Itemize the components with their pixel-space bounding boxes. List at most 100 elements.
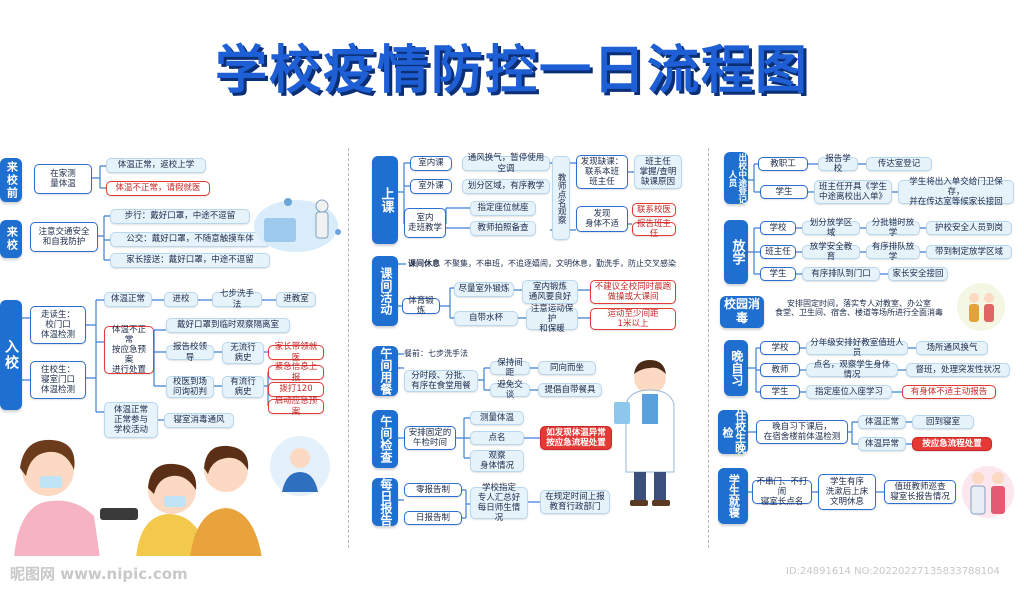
column-divider-2 xyxy=(708,148,709,548)
box-isolation-room: 戴好口罩到临时观察隔离室 xyxy=(166,318,290,333)
box-outdoor-exercise: 尽量室外锻炼 xyxy=(454,282,514,297)
box-own-bottle: 自带水杯 xyxy=(454,311,518,326)
box-exercise-protection: 注意运动保护 和保暖 xyxy=(526,304,578,334)
header-commute: 来校 xyxy=(0,220,22,258)
box-zero-report: 零报告制 xyxy=(404,483,462,497)
header-recess: 课间活动 xyxy=(372,256,398,326)
box-assigned-study-seat: 指定座位入座学习 xyxy=(806,385,892,399)
box-enter-abnormal: 体温不正常 按应急预案 进行处置 xyxy=(104,325,154,375)
box-evening-roll: 点名，观察学生身体情况 xyxy=(806,360,898,380)
box-teacher-photo: 教师拍照备查 xyxy=(470,221,536,236)
box-teacher-patrol: 值班教师巡查 寝室长报告情况 xyxy=(884,480,956,504)
watermark-strip xyxy=(0,556,1024,591)
box-absence-found: 发现缺课： 联系本班 班主任 xyxy=(576,155,628,189)
box-walking-teaching: 室内 走班教学 xyxy=(404,208,446,238)
box-doctor-inquiry: 校医到场 问询初判 xyxy=(166,376,214,398)
box-report-leader: 报告校领导 xyxy=(166,342,214,363)
box-keep-distance: 保持间距 xyxy=(490,358,530,378)
doctor-illustration xyxy=(614,360,675,506)
box-student-leave: 学生 xyxy=(760,185,808,199)
header-arrive: 来校前 xyxy=(0,158,22,202)
box-evening-teacher: 教师 xyxy=(760,363,800,377)
box-leave-slip: 班主任开具《学生 中途离校出入单》 xyxy=(814,180,892,204)
box-handover-slip: 学生将出入单交给门卫保存， 并在传达室等候家长接回 xyxy=(898,177,1014,207)
box-normal-activities: 体温正常 正常参与 学校活动 xyxy=(104,402,158,438)
column-divider-1 xyxy=(348,148,349,548)
family-illustration xyxy=(957,283,1005,331)
box-classroom: 进教室 xyxy=(276,292,316,307)
header-bedtime: 学生就寝 xyxy=(718,468,748,524)
box-no-talking: 避免交谈 xyxy=(490,380,530,400)
box-dorm-temp-check: 晚自习下课后， 在宿舍楼前体温检测 xyxy=(756,420,848,444)
header-noon-check: 午间检查 xyxy=(372,410,398,468)
box-urgent-report: 紧急信息上报 xyxy=(268,362,324,383)
box-observe-body: 观察 身体情况 xyxy=(470,450,524,472)
box-noon-schedule: 安排固定的 午检时间 xyxy=(404,426,456,450)
disinfection-illustration xyxy=(254,198,341,252)
box-exercise-distance: 运动至少间距 1米以上 xyxy=(590,308,676,330)
box-wash-bed: 学生有序 洗漱后上床 文明休息 xyxy=(818,474,876,510)
box-roll-call: 点名 xyxy=(470,431,524,445)
box-teacher-observe: 教师点名观察 xyxy=(552,156,570,240)
header-leave-registration: 出校中途登记人员 xyxy=(724,152,748,204)
box-dismiss-zones: 划分放学区域 xyxy=(802,218,860,238)
box-assign-staff: 学校指定 专人汇总好 每日师生情况 xyxy=(470,483,528,523)
box-parent-doctor: 家长带领就医 xyxy=(268,342,324,363)
text-disinfection-schedule: 安排固定时间，落实专人对教室、办公室 食堂、卫生间、宿舍、楼道等场所进行全面消毒 xyxy=(775,299,943,318)
box-boarding-student: 住校生： 寝室门口 体温检测 xyxy=(30,361,86,399)
students-temperature-check-illustration xyxy=(14,439,262,558)
box-indoor-class: 室内课 xyxy=(410,156,452,171)
box-parent-pickup-safe: 家长安全接回 xyxy=(888,267,948,281)
header-boarding-check: 住校生晚检 xyxy=(718,410,748,454)
box-unwell-found: 发现 身体不适 xyxy=(576,206,628,232)
header-dismissal: 放学 xyxy=(724,220,748,284)
box-enter-normal: 体温正常 xyxy=(104,292,152,307)
header-daily-report: 每日报告 xyxy=(372,478,398,526)
box-call-120: 拨打120 xyxy=(268,382,324,397)
box-report-education: 在规定时间上报 教育行政部门 xyxy=(540,490,610,514)
box-lead-to-zone: 带到制定放学区域 xyxy=(926,245,1012,259)
box-gate-registration: 传达室登记 xyxy=(866,157,932,171)
box-no-visiting: 不串门、不打闹 寝室长点名 xyxy=(752,477,812,507)
box-dorm-disinfect: 寝室消毒通风 xyxy=(164,413,234,428)
box-temp-normal: 体温正常，返校上学 xyxy=(106,158,206,173)
box-emergency-procedure: 按应急流程处置 xyxy=(912,437,992,451)
box-dismiss-school: 学校 xyxy=(760,221,796,235)
box-contact-doctor: 联系校医 xyxy=(632,203,676,217)
box-no-history: 无流行 病史 xyxy=(222,342,264,364)
label-rest: 课间休息 xyxy=(408,259,440,268)
box-dismiss-student: 学生 xyxy=(760,267,796,281)
box-boarding-normal: 体温正常 xyxy=(858,415,906,429)
box-temp-abnormal: 体温不正常，请假就医 xyxy=(106,181,210,196)
box-staff: 教职工 xyxy=(758,157,808,171)
box-daily-report: 日报告制 xyxy=(404,511,462,525)
watermark-left: 昵图网 www.nipic.com xyxy=(10,565,188,583)
box-orderly-dismiss: 有序排队放学 xyxy=(866,242,920,262)
box-safety-education: 放学安全教育 xyxy=(802,242,860,262)
box-dismiss-head-teacher: 班主任 xyxy=(760,245,796,259)
box-evening-ventilate: 场所通风换气 xyxy=(916,341,988,355)
box-staggered-meals: 分时段、分批、 有序在食堂用餐 xyxy=(404,370,478,392)
box-head-teacher: 班主任 掌握/查明 缺课原因 xyxy=(634,155,682,189)
box-outdoor-class: 室外课 xyxy=(410,179,452,194)
box-bus: 公交：戴好口罩，不随意触摸车体 xyxy=(110,232,270,247)
box-report-head: 报告班主任 xyxy=(632,219,676,239)
box-own-cutlery: 提倡自带餐具 xyxy=(538,383,602,397)
box-day-student: 走读生： 校门口 体温检测 xyxy=(30,306,86,344)
box-indoor-exercise: 室内锻炼 通风要良好 xyxy=(522,280,578,304)
page-title: 学校疫情防控一日流程图 xyxy=(214,41,809,101)
box-traffic-safety: 注意交通安全 和自我防护 xyxy=(30,222,98,252)
box-exercise: 体育锻炼 xyxy=(402,296,440,316)
box-back-to-dorm: 回到寝室 xyxy=(912,415,974,429)
box-handle-emergency: 督班，处理突发性状况 xyxy=(906,363,1010,377)
box-enter-school: 进校 xyxy=(164,292,198,307)
box-report-school: 报告学校 xyxy=(818,154,858,174)
box-hand-wash: 七步洗手法 xyxy=(212,289,262,310)
box-evening-student: 学生 xyxy=(760,385,800,399)
box-no-mass-exercise: 不建议全校同时晨跑 做操或大课间 xyxy=(590,280,676,304)
box-home-temp: 在家测 量体温 xyxy=(34,164,92,194)
header-class: 上课 xyxy=(372,156,398,244)
box-staggered-dismiss: 分批错时放学 xyxy=(866,218,920,238)
box-zones-teaching: 划分区域，有序教学 xyxy=(462,179,550,194)
header-evening-study: 晚自习 xyxy=(724,340,748,396)
